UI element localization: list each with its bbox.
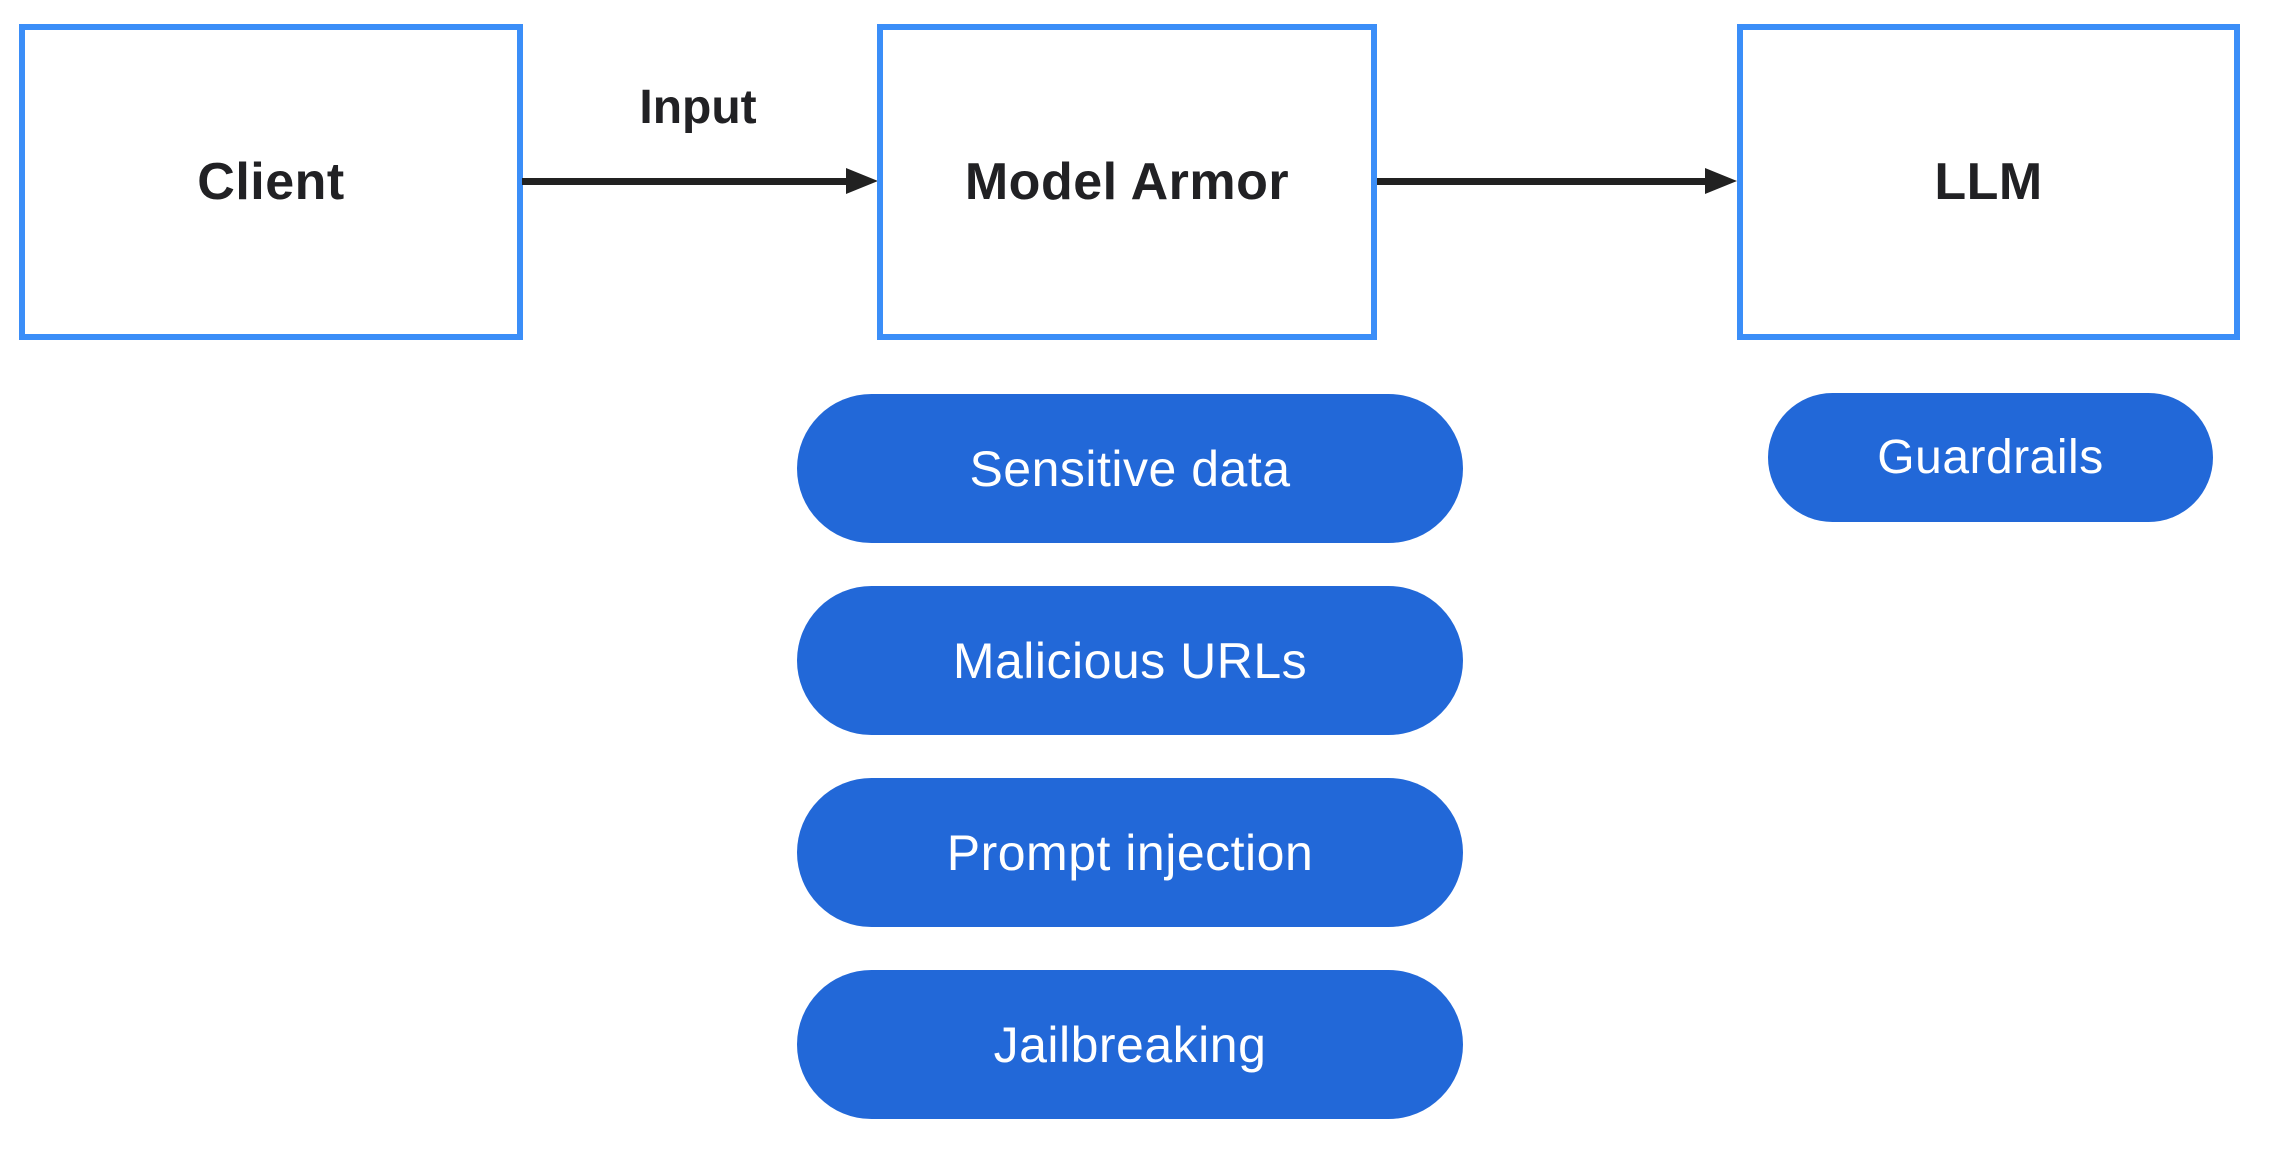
pill-sensitive-data: Sensitive data	[797, 394, 1463, 543]
arrowhead-right-icon	[1705, 168, 1737, 194]
model-armor-node-label: Model Armor	[964, 153, 1290, 211]
llm-node-label: LLM	[1934, 153, 2043, 211]
pill-guardrails: Guardrails	[1768, 393, 2213, 522]
client-node-label: Client	[197, 153, 345, 211]
pill-jailbreaking: Jailbreaking	[797, 970, 1463, 1119]
pill-prompt-injection: Prompt injection	[797, 778, 1463, 927]
input-edge-label: Input	[639, 81, 757, 134]
model-armor-node-box: Model Armor	[877, 24, 1377, 340]
arrowhead-right-icon	[846, 168, 878, 194]
llm-node-box: LLM	[1737, 24, 2240, 340]
client-node-box: Client	[19, 24, 523, 340]
model-armor-to-llm-arrow-line	[1377, 178, 1705, 185]
client-to-model-armor-arrow-line	[522, 178, 846, 185]
pill-malicious-urls: Malicious URLs	[797, 586, 1463, 735]
